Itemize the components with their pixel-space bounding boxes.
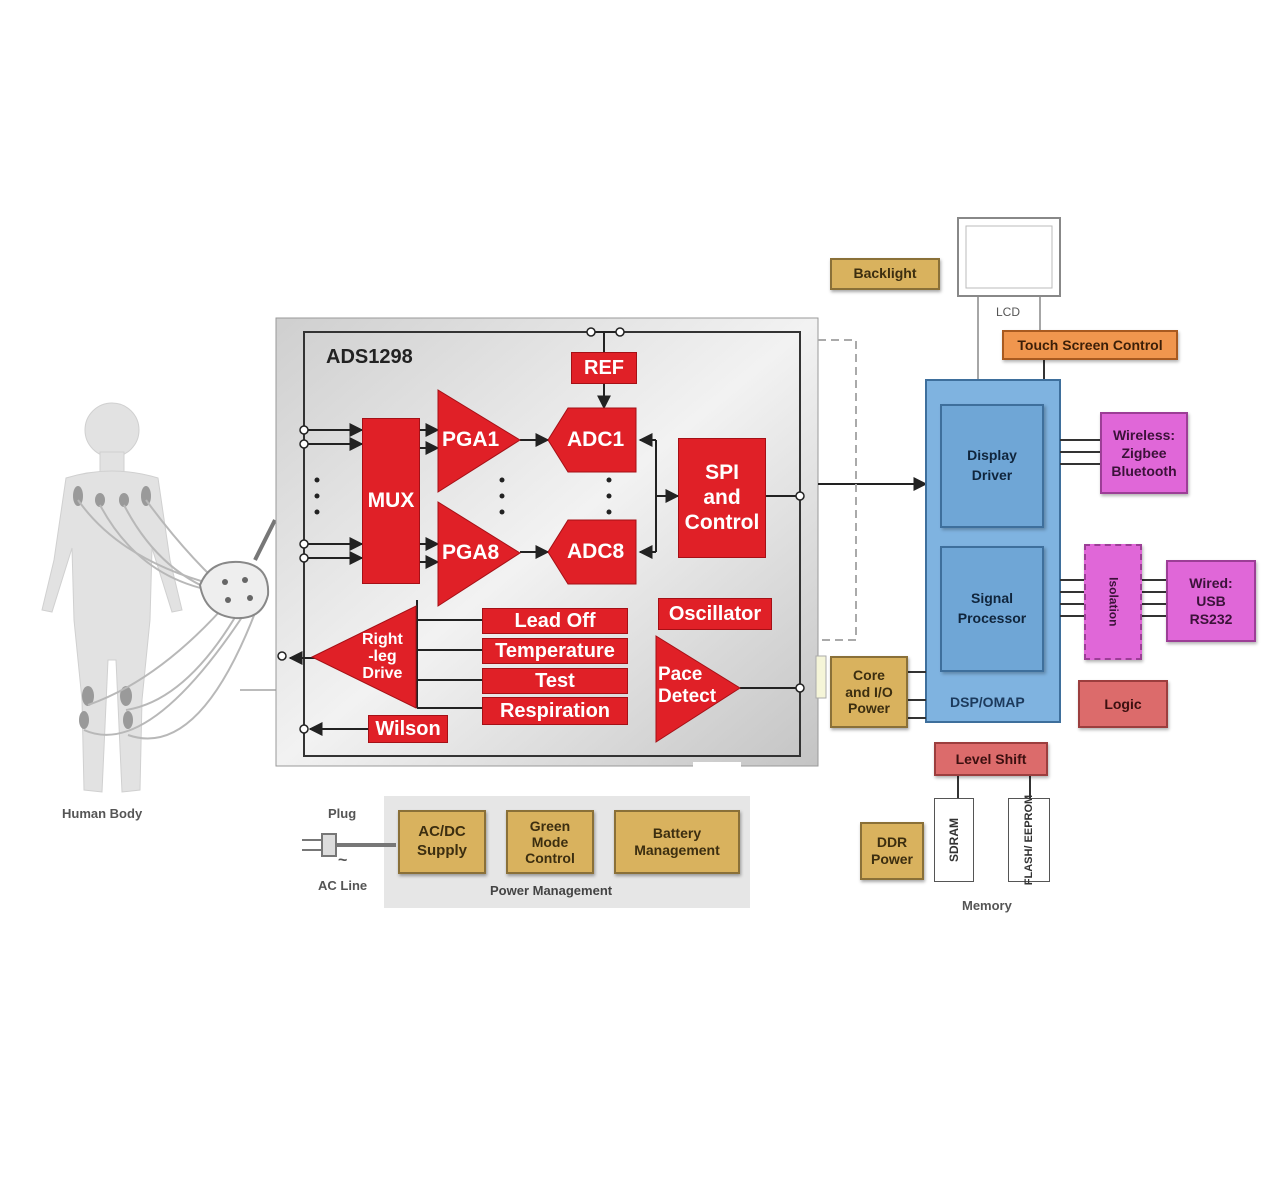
- flash-eeprom-block: FLASH/ EEPROM: [1008, 795, 1050, 885]
- wired-block: Wired: USB RS232: [1166, 560, 1256, 642]
- electrode-marks: [73, 486, 151, 729]
- sdram-block: SDRAM: [934, 798, 974, 882]
- level-shift-block: Level Shift: [934, 742, 1048, 776]
- backlight-block: Backlight: [830, 258, 940, 290]
- electrode-connector-shape: [198, 560, 270, 620]
- oscillator-block: Oscillator: [658, 598, 772, 630]
- ddr-power-block: DDR Power: [860, 822, 924, 880]
- pace-detect-label: Pace Detect: [658, 664, 717, 707]
- respiration-block: Respiration: [482, 697, 628, 725]
- test-block: Test: [482, 668, 628, 694]
- power-management-label: Power Management: [490, 883, 613, 898]
- ref-block: REF: [571, 352, 637, 384]
- acdc-supply-block: AC/DC Supply: [398, 810, 486, 874]
- logic-block: Logic: [1078, 680, 1168, 728]
- pga8-label: PGA8: [442, 541, 500, 564]
- human-body-figure: [41, 402, 183, 793]
- signal-processor-block: Signal Processor: [940, 546, 1044, 672]
- pga1-amplifier-shape: [437, 389, 521, 493]
- green-mode-control-block: Green Mode Control: [506, 810, 594, 874]
- mux-block: MUX: [362, 418, 420, 584]
- ac-line-label: AC Line: [318, 878, 368, 893]
- lcd-label: LCD: [996, 305, 1021, 319]
- temperature-block: Temperature: [482, 638, 628, 664]
- wireless-block: Wireless: Zigbee Bluetooth: [1100, 412, 1188, 494]
- adc8-shape: [547, 519, 637, 585]
- human-body-label: Human Body: [62, 806, 143, 821]
- adc1-label: ADC1: [567, 428, 625, 451]
- ac-line-symbol: ~: [338, 852, 348, 869]
- core-io-power-block: Core and I/O Power: [830, 656, 908, 728]
- battery-management-block: Battery Management: [614, 810, 740, 874]
- dsp-omap-label: DSP/OMAP: [950, 694, 1025, 710]
- pga1-label: PGA1: [442, 428, 500, 451]
- memory-label: Memory: [962, 898, 1012, 913]
- pga8-amplifier-shape: [437, 501, 521, 607]
- wilson-block: Wilson: [368, 715, 448, 743]
- spi-control-block: SPI and Control: [678, 438, 766, 558]
- adc8-label: ADC8: [567, 540, 625, 563]
- lcd-screen-shape: [957, 217, 1061, 297]
- right-leg-drive-shape: [310, 605, 417, 709]
- chip-title: ADS1298: [326, 346, 413, 368]
- isolation-block: Isolation: [1084, 544, 1142, 660]
- display-driver-block: Display Driver: [940, 404, 1044, 528]
- pace-detect-shape: [655, 635, 741, 743]
- plug-icon: [302, 833, 396, 857]
- right-leg-drive-label: Right -leg Drive: [362, 631, 403, 682]
- lead-off-block: Lead Off: [482, 608, 628, 634]
- touch-screen-control-block: Touch Screen Control: [1002, 330, 1178, 360]
- adc1-shape: [547, 407, 637, 473]
- plug-label: Plug: [328, 806, 357, 821]
